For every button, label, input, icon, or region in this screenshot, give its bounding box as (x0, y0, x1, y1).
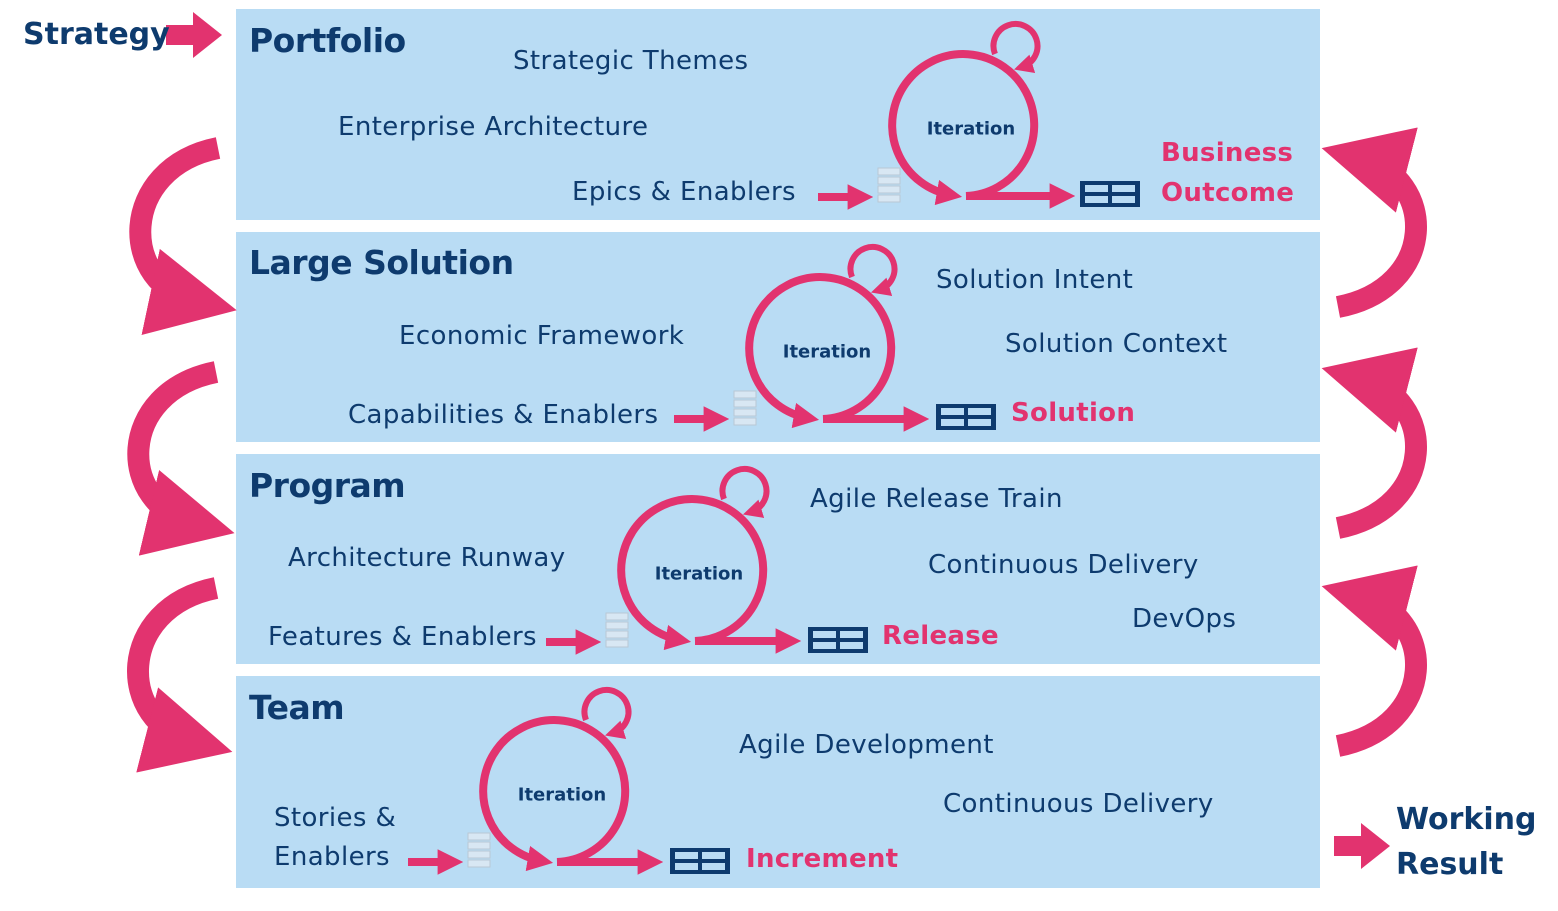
solution-block-icon (936, 404, 996, 430)
team-backlog-label-line2: Enablers (274, 842, 390, 872)
program-iteration-label: Iteration (654, 563, 744, 585)
team-backlog-label-line1: Stories & (274, 803, 397, 833)
large-solution-item-economic-framework: Economic Framework (399, 321, 685, 351)
strategy-label: Strategy (23, 17, 170, 52)
program-output: Release (882, 621, 999, 651)
program-iteration-loop (546, 465, 802, 655)
program-title: Program (249, 466, 406, 505)
increment-block-icon (670, 848, 730, 874)
program-backlog-label: Features & Enablers (268, 622, 537, 652)
team-iteration-loop (408, 686, 664, 875)
features-backlog-icon (605, 612, 629, 648)
large-solution-item-solution-context: Solution Context (1005, 329, 1228, 359)
working-result-arrow (1334, 823, 1390, 869)
right-up-arrow-1 (1321, 127, 1427, 318)
portfolio-title: Portfolio (249, 21, 406, 60)
stories-backlog-icon (467, 832, 491, 868)
large-solution-item-solution-intent: Solution Intent (936, 265, 1134, 295)
portfolio-output-line2: Outcome (1161, 178, 1295, 208)
program-item-architecture-runway: Architecture Runway (288, 543, 566, 573)
program-item-continuous-delivery: Continuous Delivery (928, 550, 1199, 580)
large-solution-iteration-loop (674, 243, 930, 432)
portfolio-iteration-label: Iteration (926, 118, 1016, 140)
portfolio-backlog-label: Epics & Enablers (572, 177, 796, 207)
team-item-continuous-delivery: Continuous Delivery (943, 789, 1214, 819)
business-outcome-block-icon (1080, 181, 1140, 207)
large-solution-iteration-label: Iteration (782, 341, 872, 363)
portfolio-item-enterprise-architecture: Enterprise Architecture (338, 112, 649, 142)
capabilities-backlog-icon (733, 390, 757, 426)
working-result-label-line1: Working (1396, 802, 1537, 837)
release-block-icon (808, 627, 868, 653)
right-up-arrow-3 (1321, 565, 1427, 757)
large-solution-title: Large Solution (249, 243, 514, 282)
portfolio-output-line1: Business (1161, 138, 1294, 168)
left-down-arrow-2 (127, 361, 235, 556)
team-iteration-label: Iteration (517, 784, 607, 806)
epics-backlog-icon (877, 167, 901, 203)
portfolio-item-strategic-themes: Strategic Themes (513, 46, 749, 76)
program-item-devops: DevOps (1132, 604, 1237, 634)
large-solution-backlog-label: Capabilities & Enablers (348, 400, 659, 430)
right-up-arrow-2 (1321, 347, 1427, 539)
team-item-agile-development: Agile Development (739, 730, 994, 760)
team-title: Team (249, 688, 345, 727)
large-solution-output: Solution (1011, 398, 1136, 428)
program-item-agile-release-train: Agile Release Train (810, 484, 1063, 514)
strategy-arrow (166, 12, 222, 58)
left-down-arrow-3 (127, 577, 233, 773)
working-result-label-line2: Result (1396, 847, 1504, 882)
left-down-arrow-1 (129, 137, 237, 335)
team-band (236, 676, 1320, 888)
portfolio-iteration-loop (818, 20, 1076, 210)
team-output: Increment (746, 844, 899, 874)
